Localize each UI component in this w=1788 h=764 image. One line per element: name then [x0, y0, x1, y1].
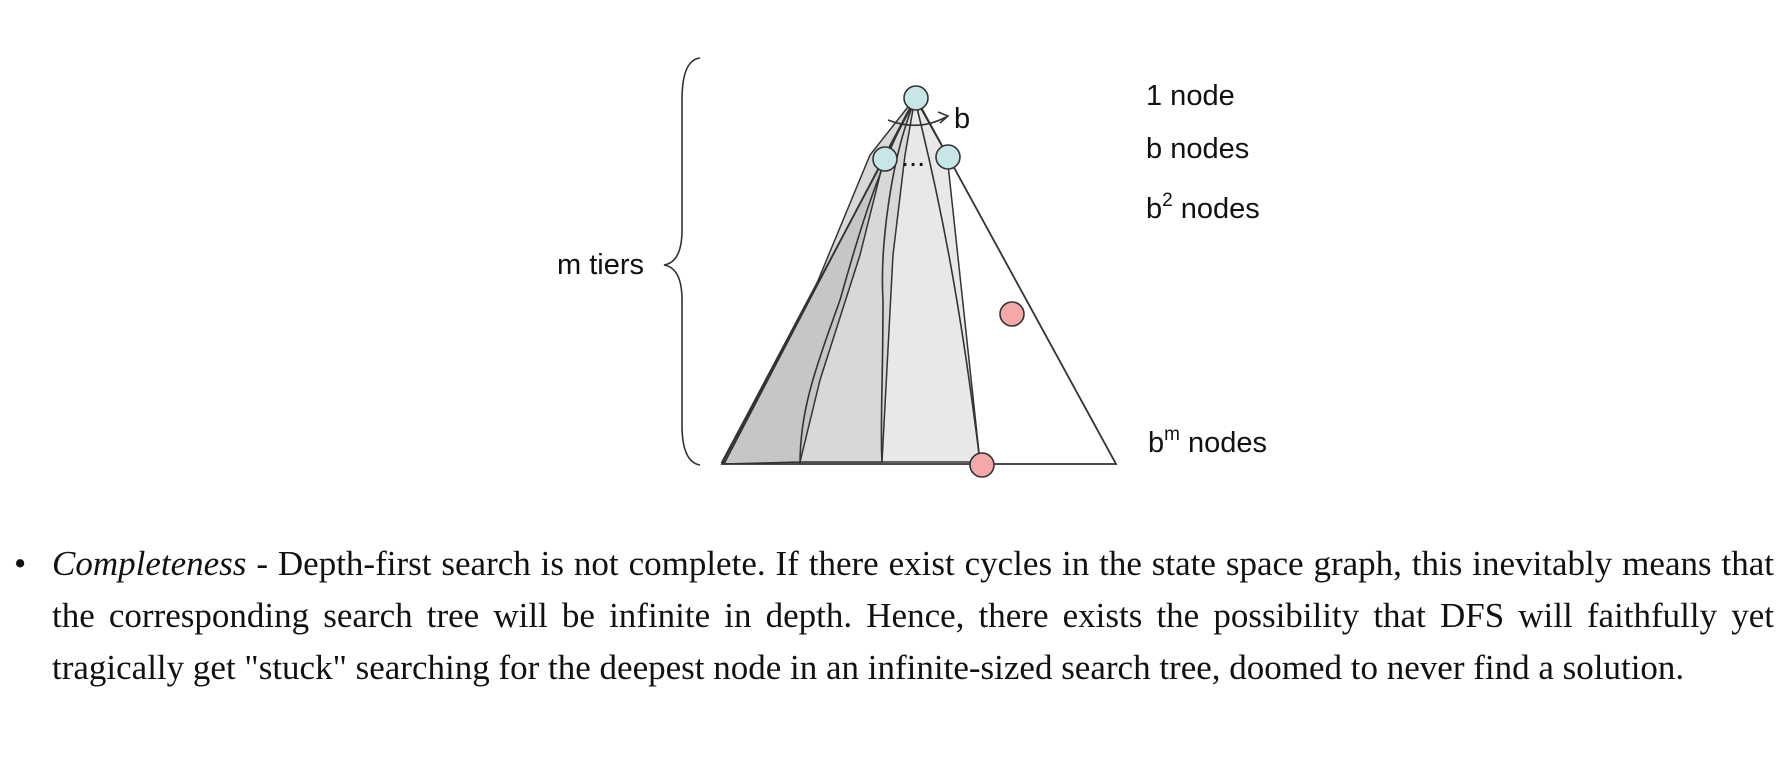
branching-arc	[887, 116, 947, 127]
completeness-bullet: • Completeness - Depth-first search is n…	[14, 538, 1774, 694]
level-m-label: bm nodes	[1148, 424, 1267, 459]
dfs-search-tree-diagram: b ... m tiers 1 node b nodes b2 nodes bm…	[557, 57, 1267, 478]
completeness-term: Completeness	[52, 544, 247, 583]
child-node-left	[872, 146, 898, 172]
search-tree-outline	[720, 96, 1118, 465]
branch-factor-label: b	[954, 103, 970, 135]
explored-boundary-3	[914, 99, 981, 463]
level-0-label: 1 node	[1146, 80, 1235, 112]
completeness-paragraph: Completeness - Depth-first search is not…	[52, 538, 1774, 694]
level-1-label: b nodes	[1146, 133, 1249, 165]
m-tiers-label: m tiers	[557, 249, 644, 281]
level-2-label: b2 nodes	[1146, 190, 1260, 225]
bullet-marker: •	[14, 544, 27, 583]
completeness-body: - Depth-first search is not complete. If…	[52, 544, 1774, 687]
branching-arrowhead	[937, 111, 950, 124]
children-ellipsis: ...	[901, 141, 925, 173]
m-tiers-brace	[663, 57, 701, 466]
child-node-right	[935, 144, 961, 170]
root-node	[903, 85, 929, 111]
goal-node-deep	[969, 452, 995, 478]
goal-node-shallow	[999, 301, 1025, 327]
